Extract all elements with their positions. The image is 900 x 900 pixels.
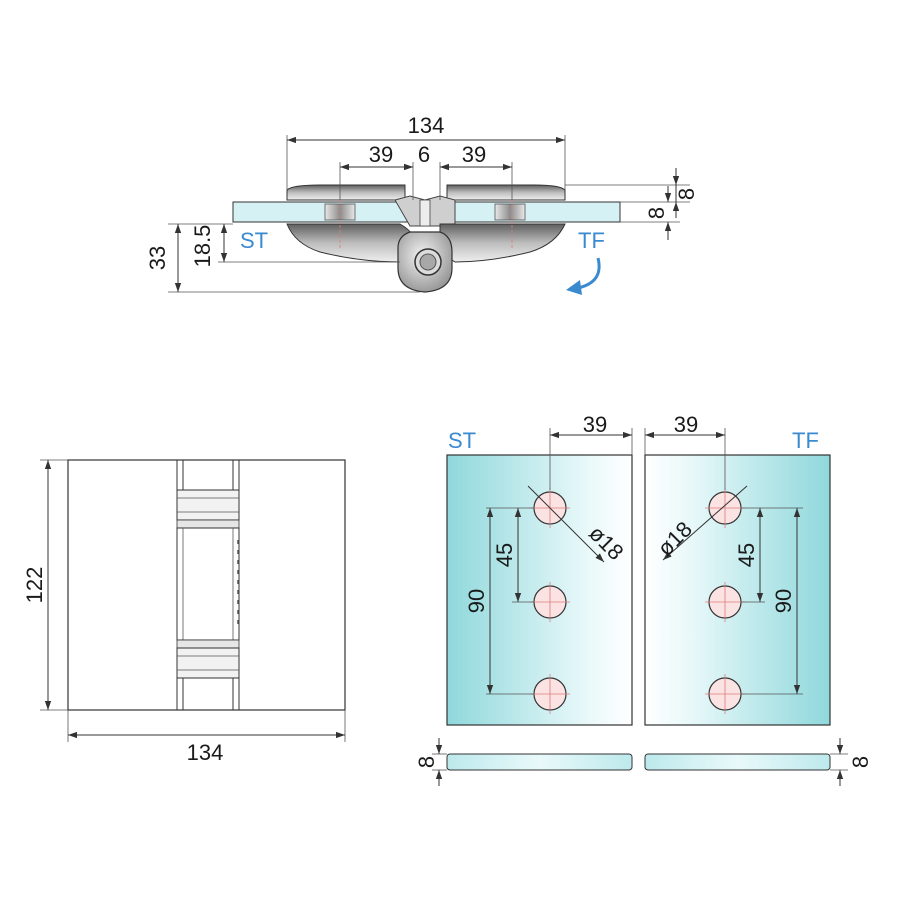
dim-glass-right-thickness: 8 <box>848 756 873 768</box>
dim-glass-left-thickness: 8 <box>414 756 439 768</box>
dim-top-left: 39 <box>369 142 393 167</box>
dim-top-gap: 6 <box>418 142 430 167</box>
dim-top-total: 134 <box>408 113 445 138</box>
glass-view: ST TF 39 39 <box>414 412 873 786</box>
glass-label-st: ST <box>448 428 476 453</box>
dim-glass-left-offset: 39 <box>583 412 607 437</box>
top-glass-left <box>232 201 414 223</box>
dim-glass-right-offset: 39 <box>674 412 698 437</box>
front-knuckle-strip <box>176 460 240 710</box>
front-view: 122 134 <box>22 459 346 765</box>
top-label-tf: TF <box>578 228 605 253</box>
top-screw-right <box>494 203 526 221</box>
dim-top-height-axis: 18.5 <box>190 225 215 268</box>
glass-edge-right <box>644 753 831 771</box>
holes-right <box>705 488 745 714</box>
glass-edge-left <box>446 753 633 771</box>
dim-glass-left-spacing: 45 <box>492 543 517 567</box>
dim-top-right-outer: 8 <box>674 188 699 200</box>
dim-front-width: 134 <box>187 740 224 765</box>
top-clamp-plate-left <box>286 184 406 201</box>
top-center-gap <box>419 199 431 227</box>
dim-top-height-total: 33 <box>145 246 170 270</box>
top-view: 134 39 6 39 33 18.5 ST TF <box>145 113 699 295</box>
rotation-arrow-icon <box>577 257 601 290</box>
top-clamp-plate-right <box>446 184 566 201</box>
dim-glass-right-total: 90 <box>771 589 796 613</box>
top-glass-right <box>439 201 621 223</box>
dim-front-height: 122 <box>22 567 47 604</box>
dim-top-right-inner: 8 <box>644 207 669 219</box>
dim-top-right: 39 <box>462 142 486 167</box>
glass-label-tf: TF <box>792 428 819 453</box>
dim-glass-left-total: 90 <box>464 589 489 613</box>
dim-glass-right-spacing: 45 <box>734 543 759 567</box>
top-label-st: ST <box>240 228 268 253</box>
top-lower-body-right <box>439 223 566 263</box>
